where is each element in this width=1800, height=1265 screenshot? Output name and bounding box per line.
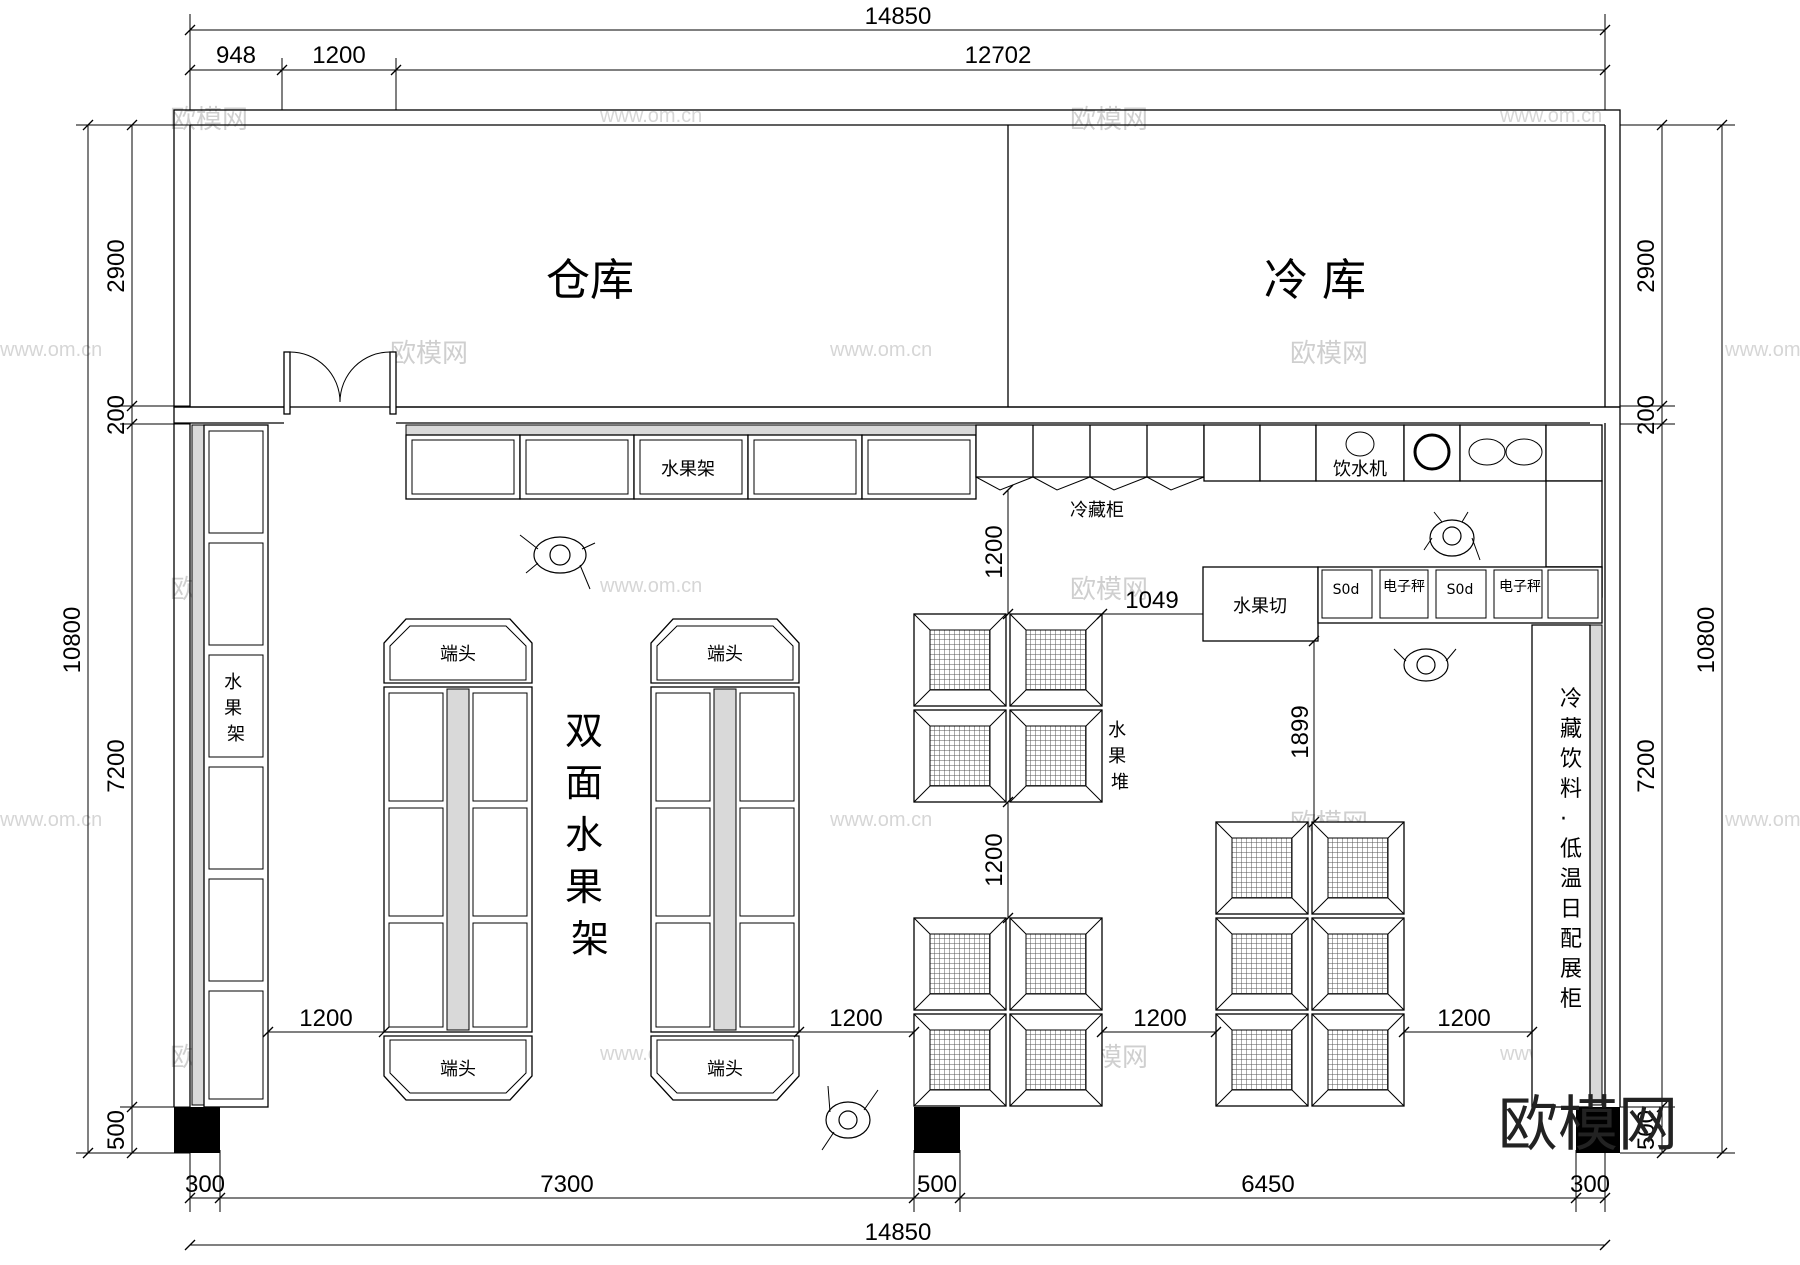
watermark-brand: 欧模网 [1290,339,1368,369]
dim-aisle-center: 1200 [1133,1005,1186,1032]
dim-bottom-overall: 14850 [865,1219,932,1246]
sink-icon [1345,431,1375,457]
dim-top-12702: 12702 [965,42,1032,69]
dim-left-200: 200 [103,395,130,435]
watermark-corner-logo: 欧模网 [1498,1090,1678,1160]
column-center [914,1107,960,1153]
label-cold-drinks: 冷 藏 饮 料 · 低 温 日 配 展 柜 [1560,687,1589,1012]
fruit-rack-top: 水果架 [405,424,977,500]
dimension-left: 10800 2900 200 7200 500 [59,119,190,1159]
dimension-bottom: 300 7300 500 6450 300 14850 [184,1110,1611,1251]
label-end-cap: 端头 [707,644,743,665]
watermark-brand: 欧模网 [390,339,468,369]
dim-left-2900: 2900 [103,239,130,292]
dim-top-948: 948 [216,42,256,69]
fruit-rack-left: 水 果 架 [203,424,269,1108]
watermark-url: www.om.cn [1724,809,1800,831]
aisle-dimensions: 1200 1200 1200 1200 1200 1200 1049 1899 [262,484,1538,1038]
dim-bottom-7300: 7300 [540,1171,593,1198]
counter-top-right: 饮水机 [1203,424,1603,598]
fruit-pile-lower-left [913,917,1103,1107]
dim-left-7200: 7200 [103,739,130,792]
dim-aisle-mid: 1200 [829,1005,882,1032]
person-icon [519,534,596,590]
dim-bottom-500: 500 [917,1171,957,1198]
basin-icon [1468,438,1506,466]
label-scale-2: 电子秤 [1499,579,1541,595]
watermark-url: www.om.cn [0,809,102,831]
dimension-right: 10800 2900 200 7200 500 [1620,119,1735,1159]
dim-vert-1899: 1899 [1287,705,1314,758]
dim-aisle-left: 1200 [299,1005,352,1032]
fridge-row: 冷藏柜 [975,424,1205,521]
label-scale-1: 电子秤 [1383,579,1425,595]
label-fruit-pile: 水 果 堆 [1108,720,1132,793]
watermark-brand: 欧模网 [1070,575,1148,605]
dim-bottom-300-left: 300 [185,1171,225,1198]
room-cold-storage: 冷 库 [1264,255,1366,306]
dim-right-500: 500 [1633,1110,1660,1150]
person-icon [1423,511,1481,561]
dim-right-total: 10800 [1693,607,1720,674]
double-rack-b: 端头 端头 [650,618,800,1101]
fruit-pile-lower-right [1215,821,1405,1107]
dim-right-7200: 7200 [1633,739,1660,792]
watermark-url: www.om.cn [1724,339,1800,361]
dim-bottom-6450: 6450 [1241,1171,1294,1198]
column-right [1576,1107,1620,1153]
watermark-url: www.om.cn [0,339,102,361]
label-fridge: 冷藏柜 [1070,500,1124,521]
dim-right-2900: 2900 [1633,239,1660,292]
dim-bottom-300-right: 300 [1570,1171,1610,1198]
watermark-url: www.om.cn [599,105,702,127]
walls [173,109,1621,1153]
fruit-pile-upper: 水 果 堆 [913,613,1132,803]
cold-drinks-cabinet: 冷 藏 饮 料 · 低 温 日 配 展 柜 [1531,624,1591,1108]
basin-icon [1505,438,1543,466]
label-fruit-cut: 水果切 [1233,596,1287,617]
cashier-counter: 水果切 S0d 电子秤 S0d 电子秤 [1202,566,1603,642]
dim-aisle-right: 1200 [1437,1005,1490,1032]
double-rack-a: 端头 端头 [383,618,533,1101]
watermark-url: www.om.cn [1499,105,1602,127]
label-water-dispenser: 饮水机 [1333,459,1387,480]
trash-bin-icon [1413,433,1451,471]
watermark-url: www.om.cn [829,809,932,831]
column-left [174,1107,220,1153]
dim-left-500: 500 [103,1110,130,1150]
label-end-cap: 端头 [440,1059,476,1080]
room-warehouse: 仓库 [546,255,634,306]
label-fruit-rack-left: 水 果 架 [224,672,248,745]
label-pos-1: S0d [1333,582,1360,598]
dim-right-200: 200 [1633,395,1660,435]
label-pos-2: S0d [1447,582,1474,598]
dim-vert-1200-upper: 1200 [981,525,1008,578]
label-double-rack: 双 面 水 果 架 [565,709,615,961]
watermark-url: www.om.cn [829,339,932,361]
watermark-url: www.om.cn [599,575,702,597]
dim-left-total: 10800 [59,607,86,674]
dim-horiz-1049: 1049 [1125,587,1178,614]
label-fruit-rack-top: 水果架 [661,459,715,480]
dim-top-overall: 14850 [865,3,932,30]
dim-vert-1200-lower: 1200 [981,833,1008,886]
double-door [283,351,397,415]
person-icon [821,1085,879,1151]
label-end-cap: 端头 [440,644,476,665]
label-end-cap: 端头 [707,1059,743,1080]
person-icon [1393,648,1457,682]
dim-top-1200: 1200 [312,42,365,69]
dimension-top: 14850 948 1200 12702 [184,3,1611,110]
